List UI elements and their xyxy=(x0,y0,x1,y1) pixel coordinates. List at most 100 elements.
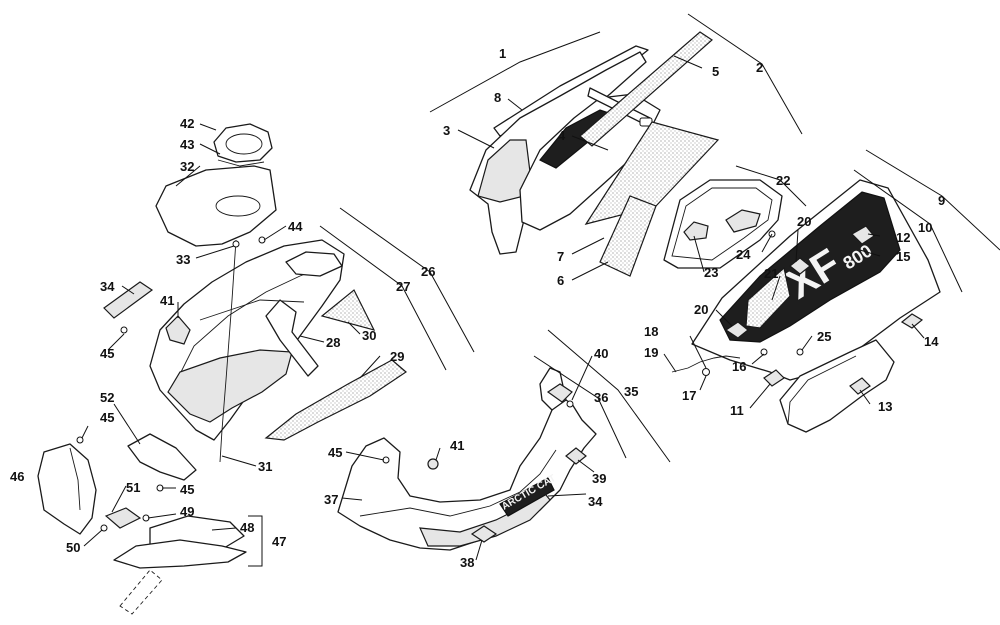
callout-19: 19 xyxy=(644,345,658,360)
leader-23 xyxy=(693,235,705,273)
leader-21 xyxy=(771,275,781,301)
leader-48 xyxy=(211,527,237,531)
console-top-vent xyxy=(285,251,343,277)
leader-45b xyxy=(81,425,89,439)
callout-10: 10 xyxy=(918,220,932,235)
callout-22: 22 xyxy=(776,173,790,188)
belly-pan-part-37 xyxy=(337,395,597,551)
fastener-part-41b xyxy=(427,458,439,470)
leader-50 xyxy=(83,529,103,547)
leader-45a xyxy=(107,333,125,351)
plug-part-38 xyxy=(470,525,498,543)
side-panel-group: XF 800 xyxy=(663,179,941,433)
callout-13: 13 xyxy=(878,399,892,414)
callout-48: 48 xyxy=(240,520,254,535)
callout-51: 51 xyxy=(126,480,140,495)
callout-26: 26 xyxy=(421,264,435,279)
leader-45d xyxy=(345,451,385,461)
callout-43: 43 xyxy=(180,137,194,152)
brand-decal-part-34 xyxy=(499,477,555,517)
bracket-10 xyxy=(853,169,963,293)
leader-14 xyxy=(911,323,925,339)
fastener-part-16 xyxy=(760,348,768,356)
plug-on-panel-13 xyxy=(849,377,871,395)
callout-34a: 34 xyxy=(100,279,115,294)
callout-46: 46 xyxy=(10,469,24,484)
callout-28: 28 xyxy=(326,335,340,350)
leader-34b xyxy=(547,493,587,497)
callout-45d: 45 xyxy=(328,445,342,460)
callout-37: 37 xyxy=(324,492,338,507)
leader-6 xyxy=(571,261,609,281)
leader-8 xyxy=(507,98,523,111)
callout-47: 47 xyxy=(272,534,286,549)
grommet-part-20a xyxy=(789,257,811,275)
callout-20b: 20 xyxy=(694,302,708,317)
fastener-part-25 xyxy=(796,348,804,356)
leader-20b xyxy=(715,309,733,327)
leader-32 xyxy=(175,165,201,187)
harness-part-18-19 xyxy=(671,355,741,373)
group-brackets xyxy=(248,13,1000,567)
callout-11: 11 xyxy=(730,403,744,418)
leader-25 xyxy=(801,335,813,351)
access-panel-inner xyxy=(671,187,773,261)
leader-24 xyxy=(761,233,773,253)
callout-2: 2 xyxy=(756,60,763,75)
callout-21: 21 xyxy=(764,266,778,281)
gasket-part-43 xyxy=(217,159,265,167)
bracket-47 xyxy=(248,515,263,567)
console-floor xyxy=(167,349,293,423)
callout-15: 15 xyxy=(896,249,910,264)
callout-45a: 45 xyxy=(100,346,114,361)
cable-part-31 xyxy=(219,239,237,463)
leader-12 xyxy=(867,233,881,237)
bracket-part-52 xyxy=(127,433,197,481)
leader-39 xyxy=(577,459,595,473)
leader-51 xyxy=(111,485,127,513)
mount-bracket-part-41 xyxy=(165,315,191,345)
clip-part-51 xyxy=(104,507,142,529)
callout-20a: 20 xyxy=(797,214,811,229)
leader-13 xyxy=(859,389,871,405)
leader-42 xyxy=(199,123,217,131)
plug-part-11 xyxy=(763,369,785,387)
callout-17: 17 xyxy=(682,388,696,403)
callout-4: 4 xyxy=(558,128,566,143)
callout-36: 36 xyxy=(594,390,608,405)
leader-43 xyxy=(199,143,221,155)
dash-gauge-hole xyxy=(215,195,261,217)
mesh-screen-part-21 xyxy=(745,266,791,329)
steering-post-part-28 xyxy=(265,299,319,377)
cover-part-49 xyxy=(113,539,247,569)
leader-33 xyxy=(195,245,235,259)
vent-insert-part-23 xyxy=(683,221,709,241)
leader-44 xyxy=(263,225,287,241)
lower-panel-part-13 xyxy=(779,339,895,433)
bracket-22 xyxy=(735,165,807,207)
leader-40 xyxy=(571,355,593,401)
callout-7: 7 xyxy=(557,249,564,264)
callout-6: 6 xyxy=(557,273,564,288)
callout-45b: 45 xyxy=(100,410,114,425)
leader-3 xyxy=(457,129,495,149)
console-group xyxy=(103,123,407,463)
lower-left-group xyxy=(37,433,247,615)
grommet-part-20b xyxy=(724,321,749,339)
leader-11 xyxy=(749,383,771,409)
side-latch-part-24 xyxy=(725,209,761,233)
leader-17 xyxy=(699,375,707,391)
leader-28 xyxy=(299,335,325,343)
leader-20a xyxy=(795,229,799,263)
gauge-opening xyxy=(225,133,263,155)
callout-41b: 41 xyxy=(450,438,464,453)
leader-18 xyxy=(689,335,707,369)
callout-41a: 41 xyxy=(160,293,174,308)
connector-part-17 xyxy=(702,368,710,376)
bracket-9 xyxy=(865,149,1000,251)
callout-42: 42 xyxy=(180,116,194,131)
leader-7 xyxy=(571,237,605,255)
console-ridge xyxy=(199,299,305,321)
side-cover-part-46 xyxy=(37,443,97,535)
